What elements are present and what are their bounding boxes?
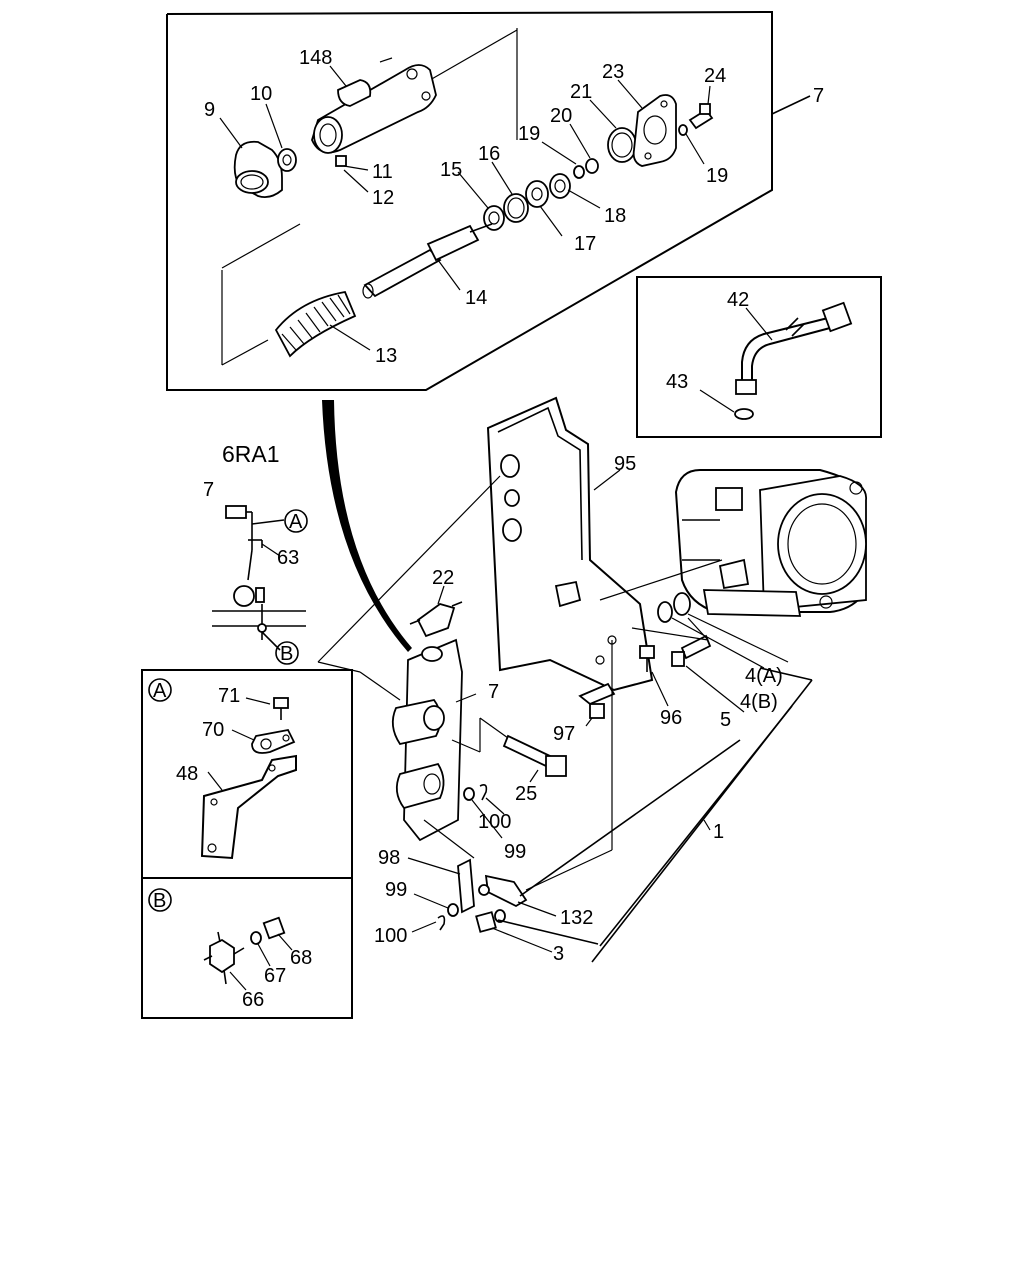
detail-marker-a-schematic: A — [289, 511, 303, 533]
callout-68: 68 — [290, 947, 312, 969]
callout-15: 15 — [440, 159, 462, 181]
assembly-lines — [317, 475, 813, 963]
callout-19-right: 19 — [706, 165, 728, 187]
callout-9: 9 — [204, 99, 215, 121]
callout-97: 97 — [553, 723, 575, 745]
callout-22: 22 — [432, 567, 454, 589]
part-7-cylinder — [391, 638, 477, 842]
leader-132 — [517, 901, 557, 917]
callout-48: 48 — [176, 763, 198, 785]
part-95-bracket — [486, 396, 654, 692]
callout-21: 21 — [570, 81, 592, 103]
callout-16: 16 — [478, 143, 500, 165]
part-99-100-upper — [463, 784, 505, 839]
part-22-fitting — [409, 585, 463, 638]
part-10-washer — [277, 148, 297, 172]
callout-17: 17 — [574, 233, 596, 255]
callout-96: 96 — [660, 707, 682, 729]
callout-25: 25 — [515, 783, 537, 805]
callout-132: 132 — [560, 907, 593, 929]
pipe-detail-box — [636, 276, 882, 438]
callout-3: 3 — [553, 943, 564, 965]
callout-71: 71 — [218, 685, 240, 707]
part-3-nut — [475, 909, 553, 953]
part-99-100-lower — [411, 893, 459, 933]
callout-24: 24 — [704, 65, 726, 87]
callout-100-lower: 100 — [374, 925, 407, 947]
zoom-arrow — [322, 400, 412, 652]
exploded-view-box — [166, 10, 811, 391]
detail-marker-a: A — [153, 680, 167, 702]
top-leaders — [219, 65, 711, 351]
part-15-seal — [483, 205, 505, 231]
part-148-body — [311, 57, 437, 167]
part-24-bolt — [678, 103, 714, 136]
callout-7-main: 7 — [488, 681, 499, 703]
part-97-nut — [578, 682, 616, 727]
callout-100-upper: 100 — [478, 811, 511, 833]
detail-a — [148, 678, 297, 860]
callout-70: 70 — [202, 719, 224, 741]
callout-148: 148 — [299, 47, 332, 69]
callout-42: 42 — [727, 289, 749, 311]
callout-10: 10 — [250, 83, 272, 105]
part-14-pushrod — [362, 223, 493, 299]
callout-5: 5 — [720, 709, 731, 731]
part-5-bolt — [671, 634, 745, 713]
callout-4b: 4(B) — [740, 691, 778, 713]
callout-7-top: 7 — [813, 85, 824, 107]
part-9-elbow — [233, 140, 283, 199]
detail-marker-b-schematic: B — [280, 643, 293, 665]
callout-12: 12 — [372, 187, 394, 209]
detail-marker-b: B — [153, 890, 166, 912]
part-16-ring — [503, 193, 529, 223]
part-4-gaskets — [657, 592, 789, 669]
callout-43: 43 — [666, 371, 688, 393]
callout-19-upper: 19 — [518, 123, 540, 145]
part-19-20-washers — [573, 158, 599, 179]
callout-20: 20 — [550, 105, 572, 127]
part-18-piston — [549, 173, 571, 199]
part-25-bolt — [502, 734, 567, 783]
callout-11: 11 — [372, 161, 393, 183]
part-21-gasket — [607, 127, 637, 163]
part-96-bolt — [639, 645, 669, 707]
part-17-cup — [525, 180, 549, 208]
detail-box — [141, 669, 353, 1019]
part-98-clevis — [407, 857, 528, 914]
callout-98: 98 — [378, 847, 400, 869]
callout-99-lower: 99 — [385, 879, 407, 901]
part-23-cover — [632, 94, 677, 167]
callout-66: 66 — [242, 989, 264, 1011]
callout-67: 67 — [264, 965, 286, 987]
callout-14: 14 — [465, 287, 487, 309]
detail-b — [148, 888, 293, 991]
callout-23: 23 — [602, 61, 624, 83]
variant-schematic — [212, 505, 308, 665]
callout-95: 95 — [614, 453, 636, 475]
callout-18: 18 — [604, 205, 626, 227]
callout-7-schematic: 7 — [203, 479, 214, 501]
callout-1: 1 — [713, 821, 724, 843]
variant-label: 6RA1 — [222, 441, 280, 467]
callout-99-upper: 99 — [504, 841, 526, 863]
callout-13: 13 — [375, 345, 397, 367]
callout-63: 63 — [277, 547, 299, 569]
engine-housing — [674, 469, 867, 617]
part-13-boot — [274, 290, 357, 358]
